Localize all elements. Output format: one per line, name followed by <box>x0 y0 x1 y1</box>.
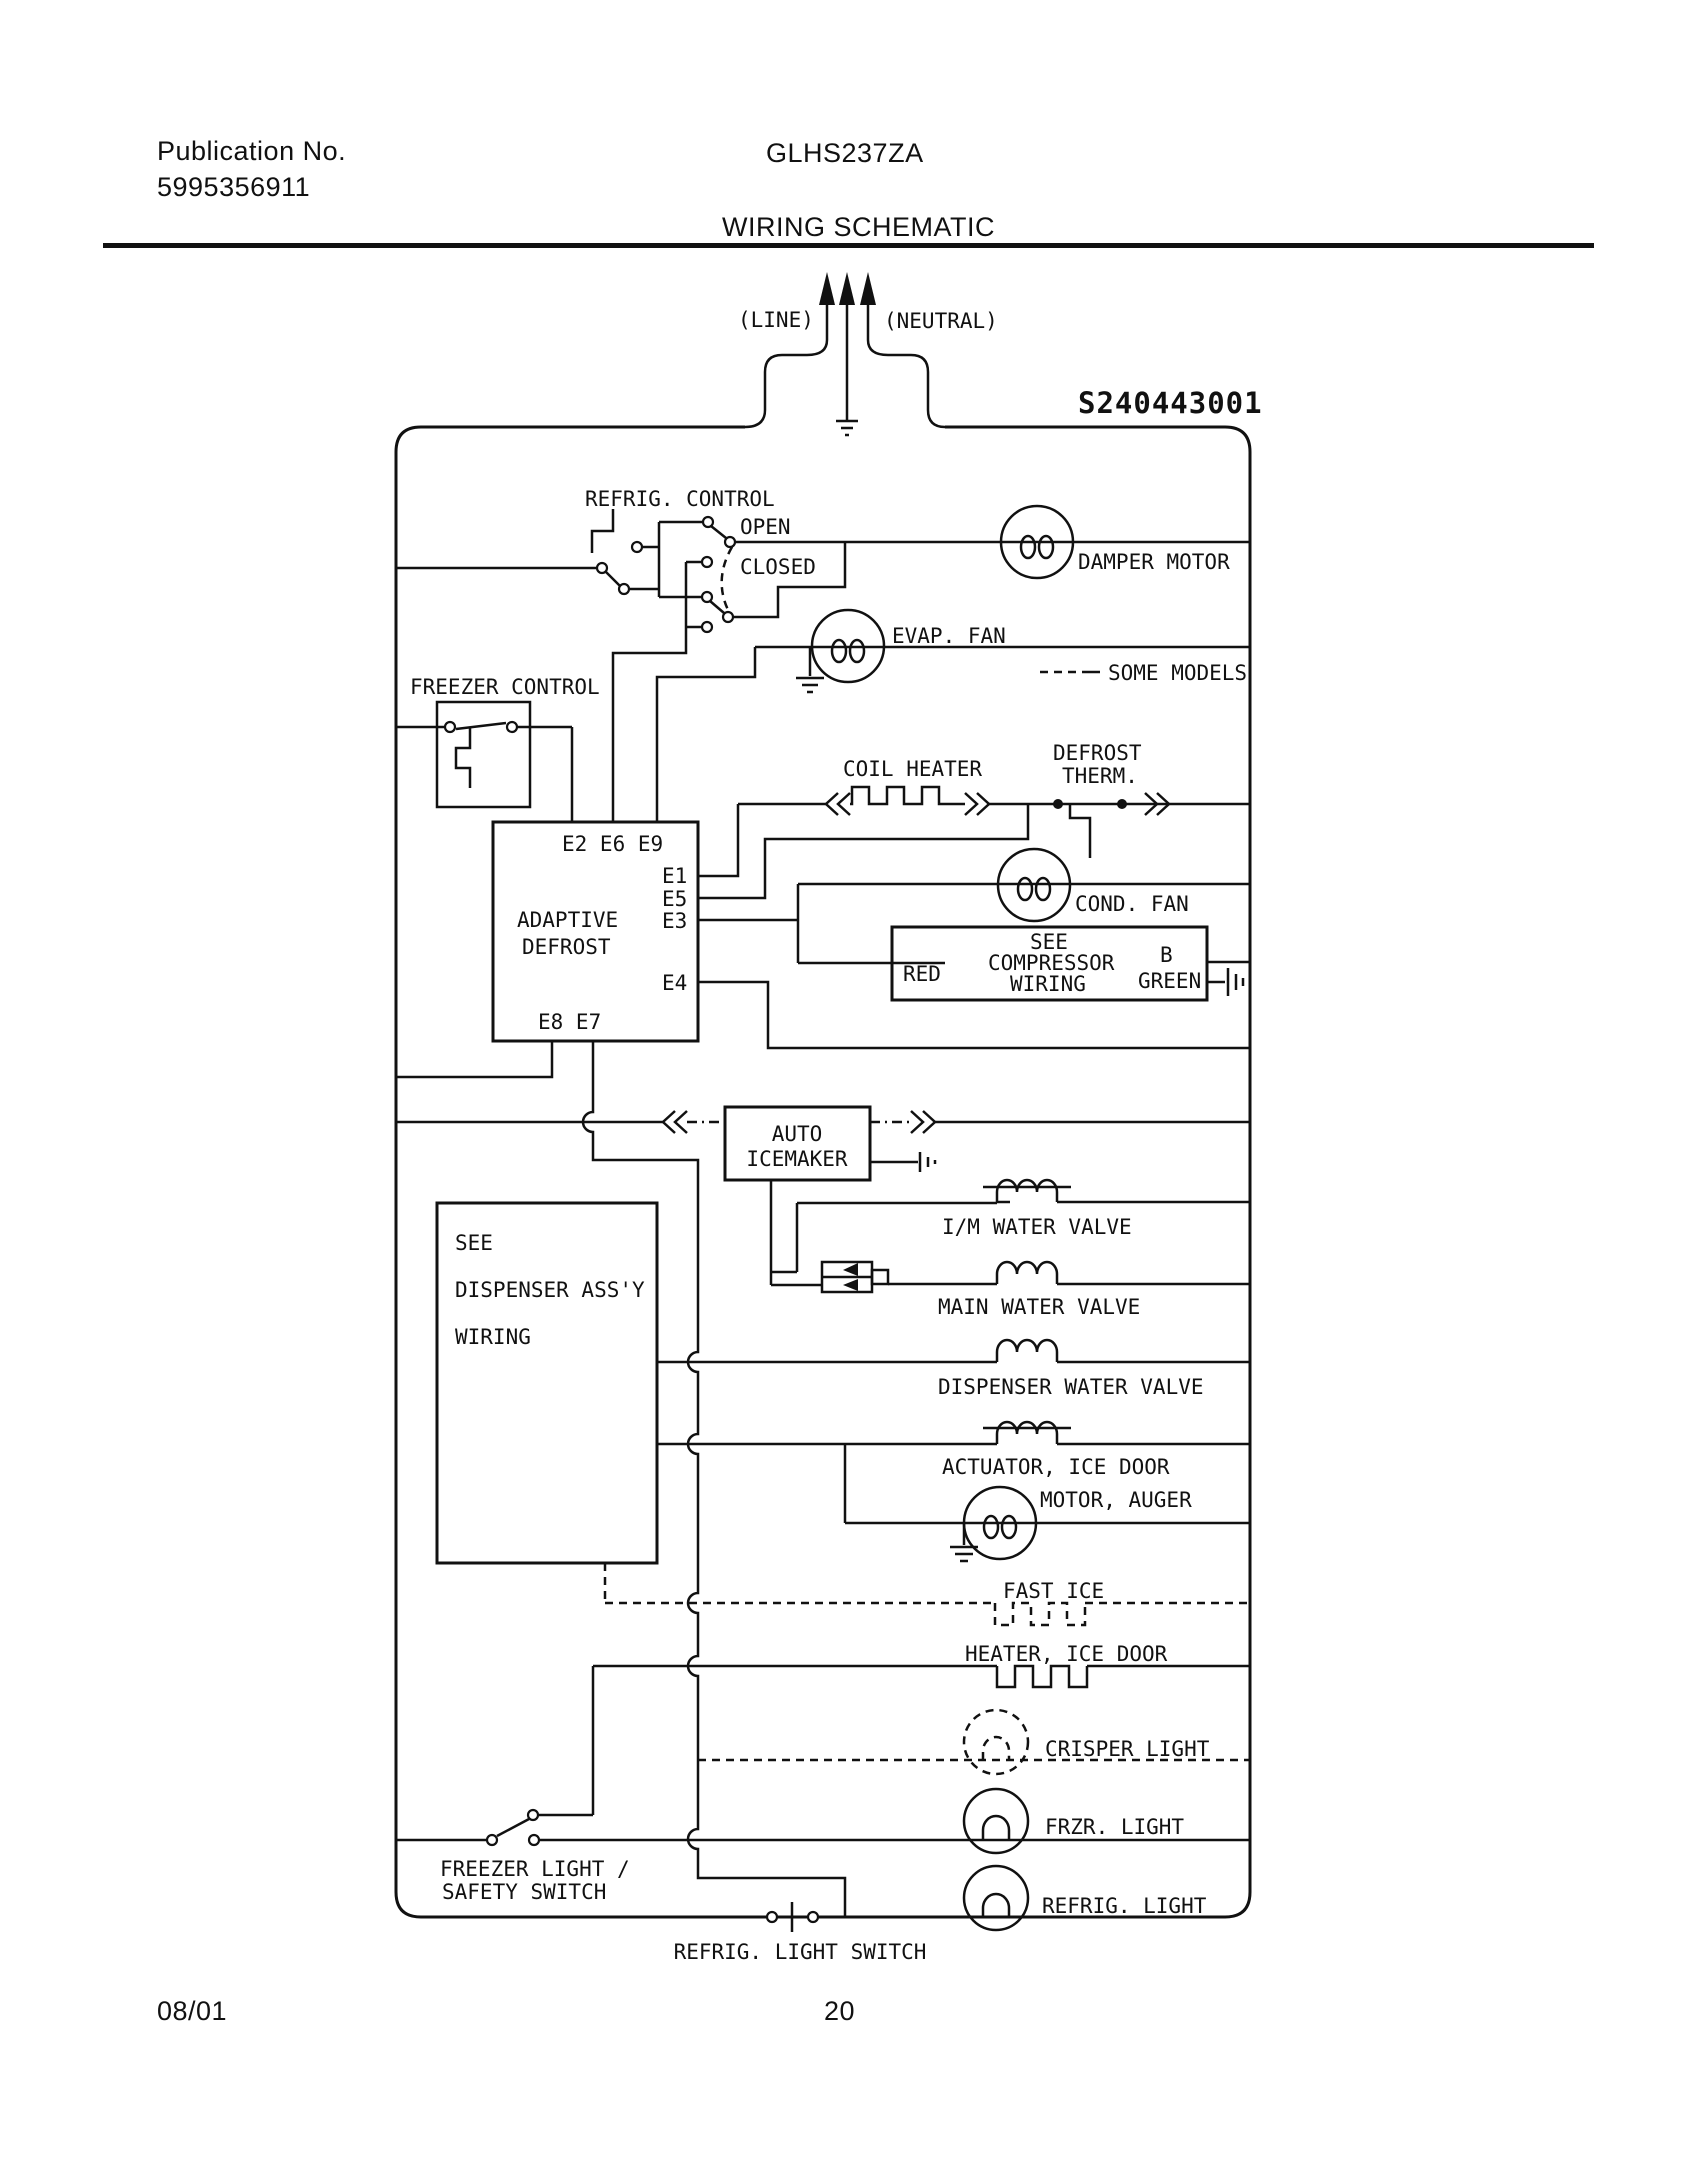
dispenser-water-valve-label: DISPENSER WATER VALVE <box>938 1375 1204 1399</box>
freezer-control-symbol <box>396 700 574 822</box>
refrig-light-switch-label: REFRIG. LIGHT SWITCH <box>674 1940 927 1964</box>
ground-icon <box>1207 968 1245 996</box>
power-plug-symbol <box>744 272 946 437</box>
footer-page-number: 20 <box>824 1996 856 2026</box>
terminal-e5-label: E5 <box>662 887 687 911</box>
dispenser-assembly-box <box>435 1201 659 1565</box>
motor-auger-symbol <box>843 1444 1250 1563</box>
defrost-therm-symbol <box>1053 792 1171 858</box>
refrig-control-label: REFRIG. CONTROL <box>585 487 775 511</box>
adaptive-defrost-terminals-bottom: E8 E7 <box>538 1010 601 1034</box>
model-number: GLHS237ZA <box>766 138 924 168</box>
neutral-label: (NEUTRAL) <box>884 309 998 333</box>
im-water-valve-label: I/M WATER VALVE <box>942 1215 1132 1239</box>
adaptive-defrost-terminals-top: E2 E6 E9 <box>562 832 663 856</box>
ground-icon <box>836 419 858 437</box>
schematic-part-number: S240443001 <box>1078 386 1263 420</box>
refrig-light-label: REFRIG. LIGHT <box>1042 1894 1207 1918</box>
compressor-label-3: WIRING <box>1010 972 1086 996</box>
terminal-e3-label: E3 <box>662 909 687 933</box>
publication-label: Publication No. <box>157 136 347 166</box>
fast-ice-symbol <box>603 1563 1250 1627</box>
damper-motor-label: DAMPER MOTOR <box>1078 550 1230 574</box>
schematic-border <box>394 425 1252 1919</box>
ground-icon <box>950 1523 978 1563</box>
b-wire-label: B <box>1160 943 1173 967</box>
some-models-label: SOME MODELS <box>1108 661 1247 685</box>
compressor-box <box>890 925 1209 1002</box>
evap-fan-label: EVAP. FAN <box>892 624 1006 648</box>
compressor-label-2: COMPRESSOR <box>988 951 1115 975</box>
adaptive-defrost-label-1: ADAPTIVE <box>517 908 618 932</box>
footer-date: 08/01 <box>157 1996 228 2026</box>
heater-ice-door-label: HEATER, ICE DOOR <box>965 1642 1168 1666</box>
frzr-light-label: FRZR. LIGHT <box>1045 1815 1184 1839</box>
adaptive-defrost-board <box>491 820 700 1043</box>
crisper-light-label: CRISPER LIGHT <box>1045 1737 1210 1761</box>
damper-motor-symbol <box>999 504 1075 580</box>
cond-fan-label: COND. FAN <box>1075 892 1189 916</box>
dispenser-box-label-1: SEE <box>455 1231 493 1255</box>
actuator-ice-door-symbol <box>657 1420 1250 1446</box>
defrost-therm-label-2: THERM. <box>1062 764 1138 788</box>
defrost-therm-label-1: DEFROST <box>1053 741 1142 765</box>
green-wire-label: GREEN <box>1138 969 1201 993</box>
dispenser-water-valve-symbol <box>657 1338 1250 1364</box>
coil-heater-symbol <box>698 785 1250 878</box>
heater-ice-door-symbol <box>593 1664 1250 1689</box>
evap-fan-symbol <box>796 608 886 694</box>
publication-number: 5995356911 <box>157 172 311 202</box>
closed-label: CLOSED <box>740 555 816 579</box>
adaptive-defrost-label-2: DEFROST <box>522 935 611 959</box>
header-rule <box>103 243 1594 248</box>
auto-icemaker-symbol <box>396 1105 1250 1182</box>
dispenser-box-label-3: WIRING <box>455 1325 531 1349</box>
freezer-safety-label-2: SAFETY SWITCH <box>442 1880 606 1904</box>
open-label: OPEN <box>740 515 791 539</box>
freezer-control-label: FREEZER CONTROL <box>410 675 600 699</box>
red-wire-label: RED <box>903 962 941 986</box>
coil-heater-label: COIL HEATER <box>843 757 982 781</box>
actuator-ice-door-label: ACTUATOR, ICE DOOR <box>942 1455 1170 1479</box>
fast-ice-label: FAST ICE <box>1003 1579 1104 1603</box>
line-label: (LINE) <box>738 308 814 332</box>
motor-auger-label: MOTOR, AUGER <box>1040 1488 1192 1512</box>
icemaker-label-2: ICEMAKER <box>746 1147 848 1171</box>
ground-icon <box>870 1152 937 1172</box>
icemaker-label-1: AUTO <box>772 1122 823 1146</box>
crisper-light-symbol <box>698 1708 1250 1776</box>
main-water-valve-symbol <box>771 1260 1250 1294</box>
ground-icon <box>796 647 824 694</box>
terminal-e4-label: E4 <box>662 971 687 995</box>
refrig-control-switch <box>396 509 847 822</box>
compressor-label-1: SEE <box>1030 930 1068 954</box>
refrig-light-switch-symbol <box>765 1902 820 1932</box>
dispenser-box-label-2: DISPENSER ASS'Y <box>455 1278 645 1302</box>
freezer-safety-switch <box>396 1666 1250 1847</box>
terminal-e1-label: E1 <box>662 864 687 888</box>
cond-fan-symbol <box>996 847 1072 923</box>
freezer-safety-label-1: FREEZER LIGHT / <box>440 1857 630 1881</box>
page-title: WIRING SCHEMATIC <box>722 212 995 242</box>
frzr-light-symbol <box>962 1787 1030 1855</box>
im-water-valve-symbol <box>769 1178 1250 1285</box>
main-water-valve-label: MAIN WATER VALVE <box>938 1295 1140 1319</box>
refrig-light-symbol <box>962 1864 1030 1932</box>
